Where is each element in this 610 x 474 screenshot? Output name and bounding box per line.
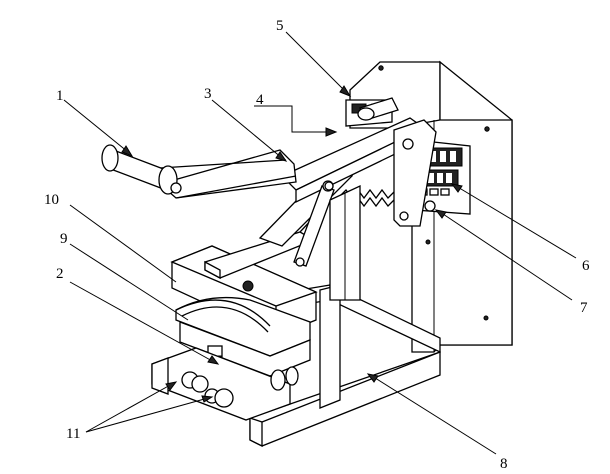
label-9: 9: [60, 231, 68, 247]
label-2: 2: [56, 266, 64, 282]
base-frame: [249, 283, 441, 448]
label-7: 7: [580, 300, 588, 316]
handle-assembly: [101, 144, 334, 199]
leader-lines: [63, 31, 577, 455]
label-10: 10: [44, 192, 59, 208]
label-8: 8: [500, 456, 508, 472]
label-3: 3: [204, 86, 212, 102]
label-4: 4: [256, 92, 264, 108]
label-5: 5: [276, 18, 284, 34]
label-1: 1: [56, 88, 64, 104]
callout-labels: 1 2 3 4 5 6 7 8 9 10 11: [44, 18, 590, 472]
label-11: 11: [66, 426, 80, 442]
label-6: 6: [582, 258, 590, 274]
upper-arm-assembly: [204, 97, 437, 301]
